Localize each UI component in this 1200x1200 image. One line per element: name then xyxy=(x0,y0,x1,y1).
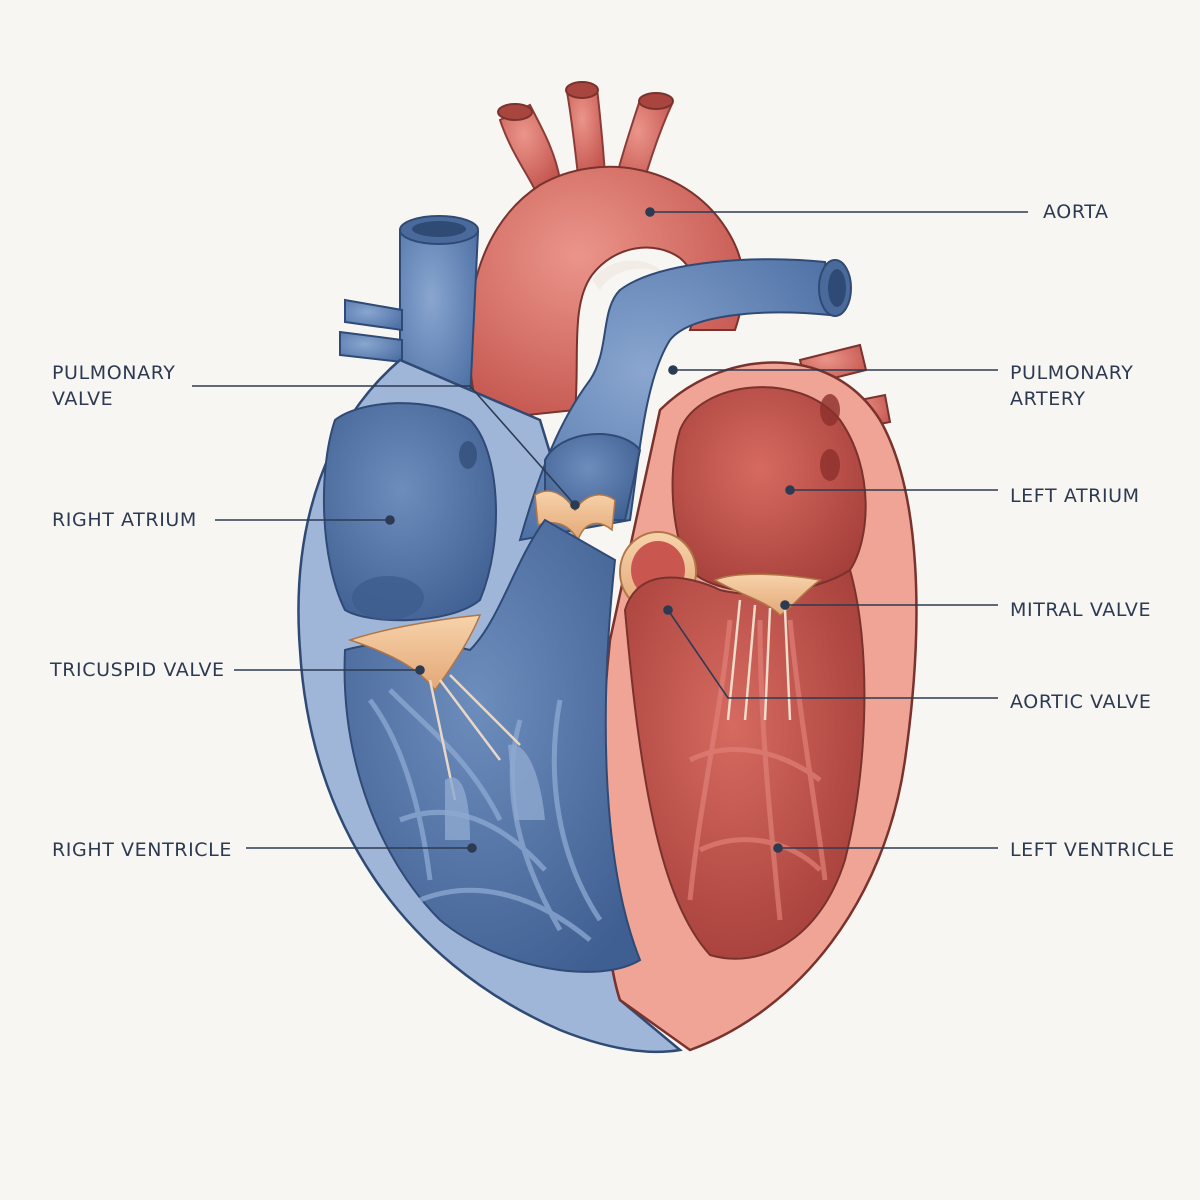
label-right-atrium: RIGHT ATRIUM xyxy=(52,509,197,531)
label-aortic-valve: AORTIC VALVE xyxy=(1010,691,1152,713)
label-aorta: AORTA xyxy=(1043,201,1109,223)
mitral-valve xyxy=(713,573,822,721)
label-left-atrium: LEFT ATRIUM xyxy=(1010,485,1140,507)
leader-lines xyxy=(192,207,1028,853)
leader-aortic-valve xyxy=(667,609,998,699)
label-right-ventricle: RIGHT VENTRICLE xyxy=(52,839,232,861)
pulmonary-valve xyxy=(534,490,616,542)
left-atrium xyxy=(671,386,867,594)
right-atrium xyxy=(322,402,497,622)
label-pulmonary-valve: PULMONARY VALVE xyxy=(52,362,176,410)
label-mitral-valve: MITRAL VALVE xyxy=(1010,599,1152,621)
label-pulmonary-artery: PULMONARY ARTERY xyxy=(1010,362,1134,410)
left-ventricle xyxy=(623,568,866,960)
label-tricuspid-valve: TRICUSPID VALVE xyxy=(50,659,225,681)
right-ventricle xyxy=(343,518,642,973)
aorta xyxy=(467,81,745,422)
label-left-ventricle: LEFT VENTRICLE xyxy=(1010,839,1175,861)
leader-pulmonary-valve xyxy=(192,385,576,506)
tricuspid-valve xyxy=(347,614,545,840)
superior-vena-cava xyxy=(339,215,480,401)
